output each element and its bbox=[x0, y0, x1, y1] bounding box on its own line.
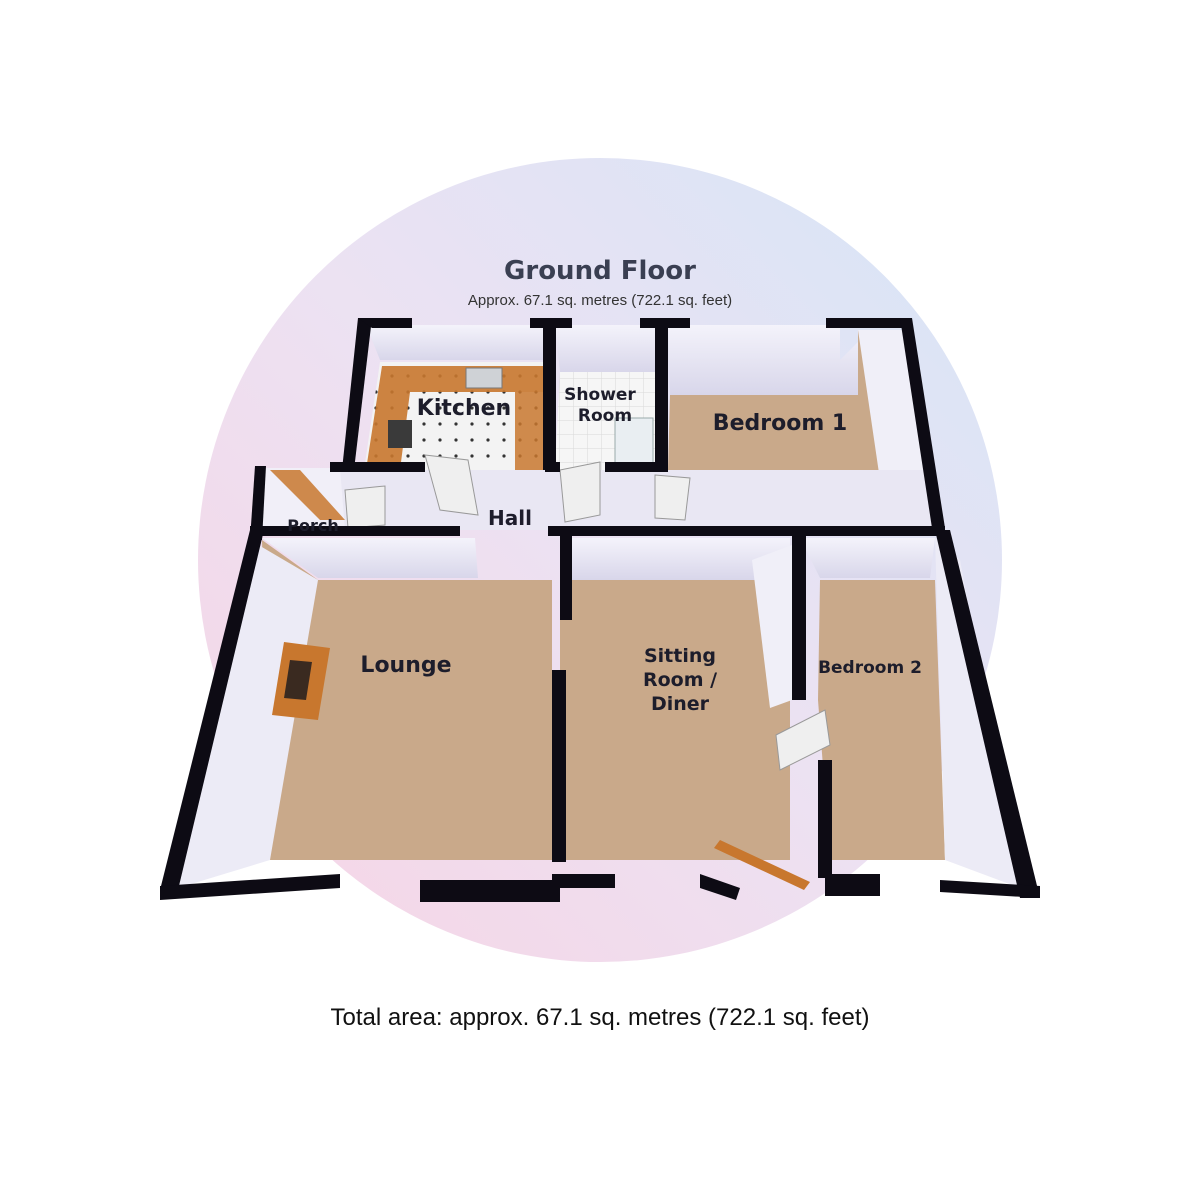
front-wall-bay2 bbox=[700, 874, 740, 900]
bedroom1-wall-face bbox=[668, 325, 900, 395]
kitchen-worktop bbox=[366, 366, 543, 470]
sitting-bedroom2-partition bbox=[792, 536, 806, 700]
bedroom2-floor bbox=[818, 580, 945, 860]
kitchen-door bbox=[424, 454, 479, 516]
shower-room-label-line2: Room bbox=[578, 406, 632, 426]
bed1-top-right bbox=[826, 318, 912, 328]
front-wall-right bbox=[825, 874, 880, 896]
kitchen-worktop-right bbox=[515, 392, 543, 470]
sitting-room-label-line1: Sitting bbox=[644, 645, 716, 667]
bedroom2-wall-face bbox=[800, 538, 935, 578]
right-outer-wall bbox=[935, 530, 1040, 898]
kitchen-wall-face bbox=[366, 325, 545, 360]
lounge-label: Lounge bbox=[360, 653, 451, 678]
front-wall-mid bbox=[552, 874, 615, 888]
shower-bottom-wall-2 bbox=[605, 462, 668, 472]
sitting-front-door bbox=[714, 840, 810, 890]
shower-top-left bbox=[556, 318, 572, 328]
kitchen-top-right bbox=[530, 318, 556, 328]
bedroom1-door bbox=[654, 474, 691, 521]
sitting-wall-face bbox=[560, 538, 790, 580]
front-wall-bay1 bbox=[420, 880, 560, 902]
porch-inner-door bbox=[344, 485, 386, 529]
kitchen-top-wall bbox=[358, 318, 412, 328]
kitchen-sink bbox=[465, 367, 503, 389]
shower-tray bbox=[614, 417, 654, 469]
porch-label: Porch bbox=[287, 516, 338, 535]
hall-label: Hall bbox=[488, 506, 532, 530]
sitting-partition-face bbox=[752, 545, 792, 708]
shower-room-label-line1: Shower bbox=[564, 385, 636, 405]
bed1-top-left bbox=[668, 318, 690, 328]
lounge-sitting-partition-top bbox=[560, 532, 572, 620]
shower-wall-face bbox=[555, 325, 655, 372]
bedroom1-label: Bedroom 1 bbox=[713, 411, 847, 436]
hall-front-wall bbox=[250, 526, 460, 536]
hall-front-wall-mid bbox=[548, 526, 945, 536]
lounge-floor bbox=[262, 540, 552, 860]
bed1-right-wall bbox=[900, 318, 945, 528]
fireplace-inset bbox=[284, 660, 312, 700]
shower-bottom-wall bbox=[545, 462, 560, 472]
lounge-left-outer-wall bbox=[160, 530, 264, 890]
porch-left-wall bbox=[250, 466, 266, 540]
lounge-sitting-partition bbox=[552, 670, 566, 862]
kitchen-right-wall bbox=[543, 318, 556, 470]
sitting-room-label-line3: Diner bbox=[651, 693, 710, 715]
floor-area: Approx. 67.1 sq. metres (722.1 sq. feet) bbox=[467, 292, 733, 309]
lounge-left-wall-face bbox=[178, 540, 318, 888]
bedroom2-partition-lower bbox=[818, 760, 832, 878]
kitchen-left-wall bbox=[342, 318, 372, 470]
shower-door bbox=[559, 461, 601, 523]
sitting-floor bbox=[560, 580, 790, 860]
bedroom2-label: Bedroom 2 bbox=[818, 658, 922, 678]
lounge-wall-face bbox=[262, 538, 478, 578]
total-area: Total area: approx. 67.1 sq. metres (722… bbox=[330, 1004, 870, 1031]
walls bbox=[160, 318, 1040, 902]
sitting-room-label-line2: Room / bbox=[643, 669, 717, 691]
shower-right-wall bbox=[655, 318, 668, 470]
kitchen-bottom-wall bbox=[330, 462, 425, 472]
bedroom2-door bbox=[775, 709, 831, 771]
front-wall-far-right bbox=[940, 880, 1040, 898]
kitchen-label: Kitchen bbox=[417, 396, 511, 421]
front-wall-left bbox=[160, 874, 340, 900]
porch-door bbox=[270, 470, 345, 520]
kitchen-hob bbox=[388, 420, 412, 448]
floor-title: Ground Floor bbox=[504, 256, 696, 286]
